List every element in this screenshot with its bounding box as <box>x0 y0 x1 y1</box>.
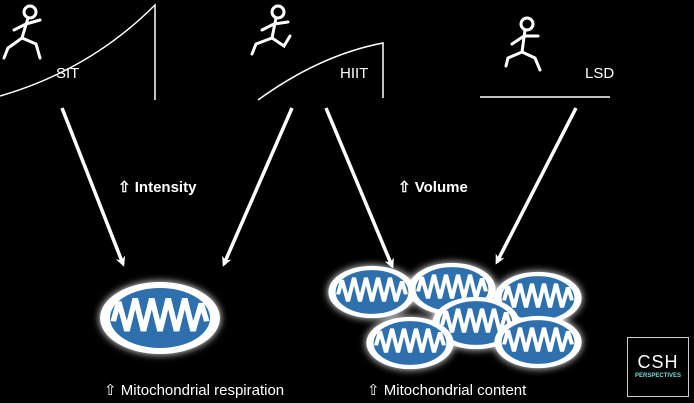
lsd-runner-icon <box>504 16 542 72</box>
volume-label: Volume <box>414 179 468 196</box>
mitochondrion-single-icon <box>105 285 215 351</box>
hiit-runner-icon <box>250 4 292 56</box>
arrow-hiit-content <box>324 107 394 269</box>
respiration-label: ⇧ Mitochondrial respiration <box>104 382 285 399</box>
logo-sub: PERSPECTIVES <box>634 373 681 379</box>
intensity-label: Intensity <box>134 179 197 196</box>
up-arrow-icon: ⇧ <box>118 179 131 196</box>
intensity-factor: ⇧ Intensity <box>118 178 196 196</box>
mitochondria-group-icon <box>332 265 578 367</box>
csh-perspectives-logo: CSH PERSPECTIVES <box>627 337 689 397</box>
sit-label: SIT <box>56 65 80 82</box>
hiit-incline <box>257 42 384 101</box>
sit-runner-icon <box>2 4 42 60</box>
volume-factor: ⇧ Volume <box>398 178 468 196</box>
arrow-sit-respiration <box>60 107 126 267</box>
sit-incline <box>0 3 156 100</box>
arrow-lsd-content <box>495 107 578 265</box>
hiit-label: HIIT <box>340 65 369 82</box>
lsd-label: LSD <box>585 65 615 82</box>
up-arrow-icon: ⇧ <box>398 179 411 196</box>
arrow-hiit-respiration <box>222 107 294 267</box>
content-label: ⇧ Mitochondrial content <box>367 382 527 399</box>
logo-main: CSH <box>637 352 679 372</box>
